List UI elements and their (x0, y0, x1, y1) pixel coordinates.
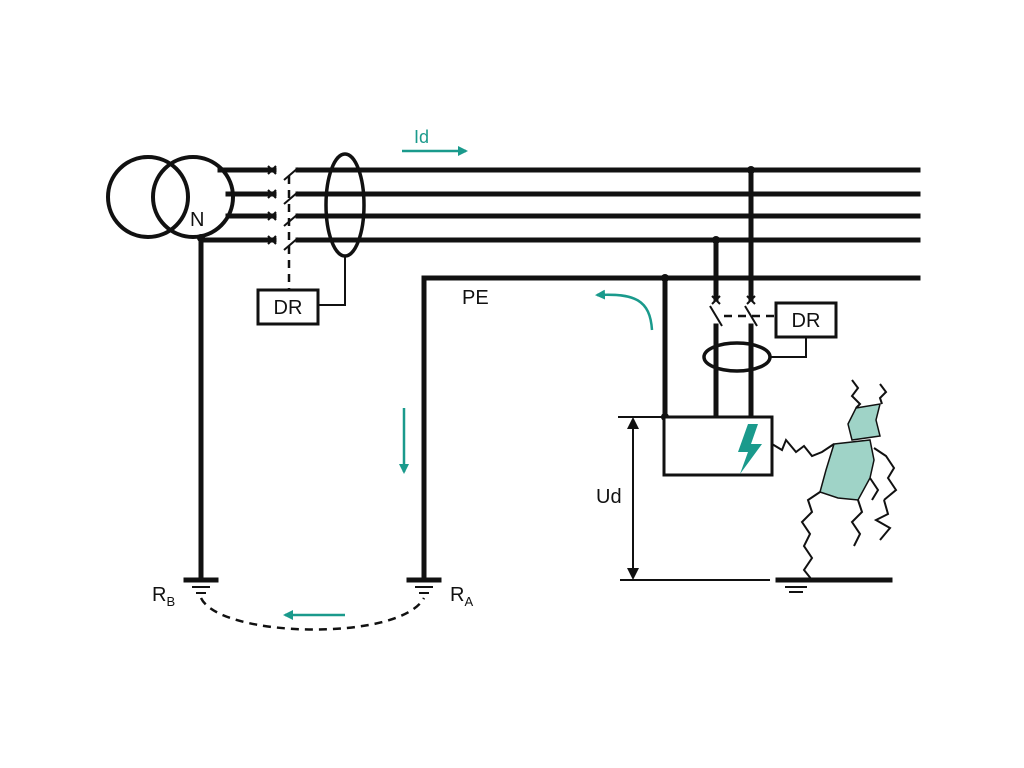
load-taps (661, 166, 755, 421)
earth-b-label: RB (152, 584, 175, 609)
differential-relay-left (256, 288, 320, 326)
toroid-to-relay-wire-right (770, 337, 807, 358)
earth-return-path (199, 597, 426, 631)
pe-current-arrow (595, 289, 654, 331)
earth-a-label: RA (450, 584, 473, 609)
lightning-bolt-icon (738, 424, 762, 474)
load-breaker (709, 295, 778, 327)
relay-left-label: DR (274, 297, 303, 319)
pe-label: PE (462, 287, 489, 309)
touch-voltage-label: Ud (596, 486, 622, 508)
fault-current-label: Id (414, 127, 429, 147)
supply-conductors (198, 167, 277, 243)
earth-ground-person-icon (785, 586, 807, 593)
distribution-lines (295, 167, 921, 243)
main-breaker (267, 165, 299, 292)
transformer-icon (106, 155, 235, 239)
earth-ground-a-icon (406, 577, 442, 594)
relay-right-label: DR (792, 310, 821, 332)
toroid-to-relay-wire-left (318, 256, 346, 306)
differential-relay-right (774, 301, 838, 339)
touch-voltage-dimension (618, 416, 770, 581)
earth-ground-b-icon (183, 577, 219, 594)
neutral-label: N (190, 209, 204, 231)
person-figure (771, 379, 898, 581)
